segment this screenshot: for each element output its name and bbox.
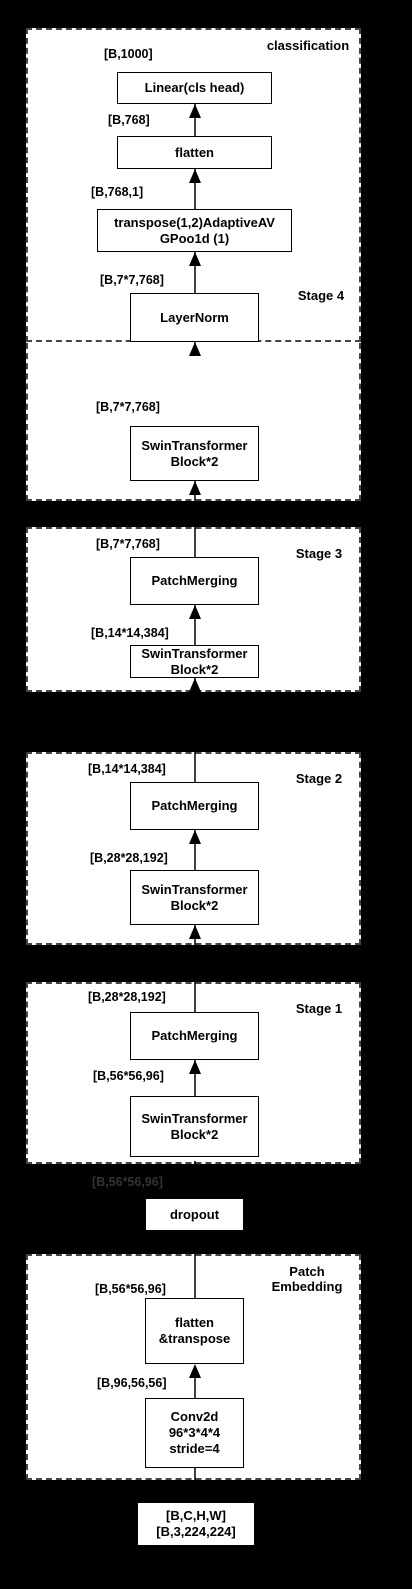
dropout-box: dropout bbox=[145, 1198, 244, 1231]
classification-title: classification bbox=[266, 38, 350, 53]
stage3-patch-merging: PatchMerging bbox=[130, 557, 259, 605]
linear-cls-head-box: Linear(cls head) bbox=[117, 72, 272, 104]
shape-after-linear: [B,1000] bbox=[104, 47, 153, 61]
shape-dropout-output: [B,56*56,96] bbox=[92, 1175, 163, 1189]
stage1-title: Stage 1 bbox=[295, 1001, 343, 1016]
stage3-swin-block: SwinTransformer Block*2 bbox=[130, 645, 259, 678]
stage2-swin-block: SwinTransformer Block*2 bbox=[130, 870, 259, 925]
shape-after-pool: [B,768,1] bbox=[91, 185, 144, 199]
stage2-title: Stage 2 bbox=[295, 771, 343, 786]
transpose-pool-box: transpose(1,2)AdaptiveAV GPoo1d (1) bbox=[97, 209, 292, 252]
shape-stage3-mid: [B,14*14,384] bbox=[91, 626, 169, 640]
flatten-box: flatten bbox=[117, 136, 272, 169]
shape-stage1-output: [B,28*28,192] bbox=[88, 990, 166, 1004]
shape-stage4-output: [B,7*7,768] bbox=[96, 400, 160, 414]
input-box: [B,C,H,W] [B,3,224,224] bbox=[137, 1502, 255, 1546]
shape-layernorm-input: [B,7*7,768] bbox=[100, 273, 164, 287]
conv2d-box: Conv2d 96*3*4*4 stride=4 bbox=[145, 1398, 244, 1468]
stage4-swin-block: SwinTransformer Block*2 bbox=[130, 426, 259, 481]
stage1-swin-block: SwinTransformer Block*2 bbox=[130, 1096, 259, 1157]
shape-stage2-mid: [B,28*28,192] bbox=[90, 851, 168, 865]
shape-after-flatten: [B,768] bbox=[108, 113, 150, 127]
stage2-patch-merging: PatchMerging bbox=[130, 782, 259, 830]
stage1-patch-merging: PatchMerging bbox=[130, 1012, 259, 1060]
stage4-title: Stage 4 bbox=[297, 288, 345, 303]
flatten-transpose-box: flatten &transpose bbox=[145, 1298, 244, 1364]
shape-stage3-output: [B,7*7,768] bbox=[96, 537, 160, 551]
shape-patch-embedding-output: [B,56*56,96] bbox=[95, 1282, 166, 1296]
layernorm-box: LayerNorm bbox=[130, 293, 259, 342]
shape-stage1-mid: [B,56*56,96] bbox=[93, 1069, 164, 1083]
stage3-title: Stage 3 bbox=[295, 546, 343, 561]
patch-embedding-title: Patch Embedding bbox=[271, 1264, 343, 1294]
shape-stage2-output: [B,14*14,384] bbox=[88, 762, 166, 776]
shape-conv-output: [B,96,56,56] bbox=[97, 1376, 167, 1390]
